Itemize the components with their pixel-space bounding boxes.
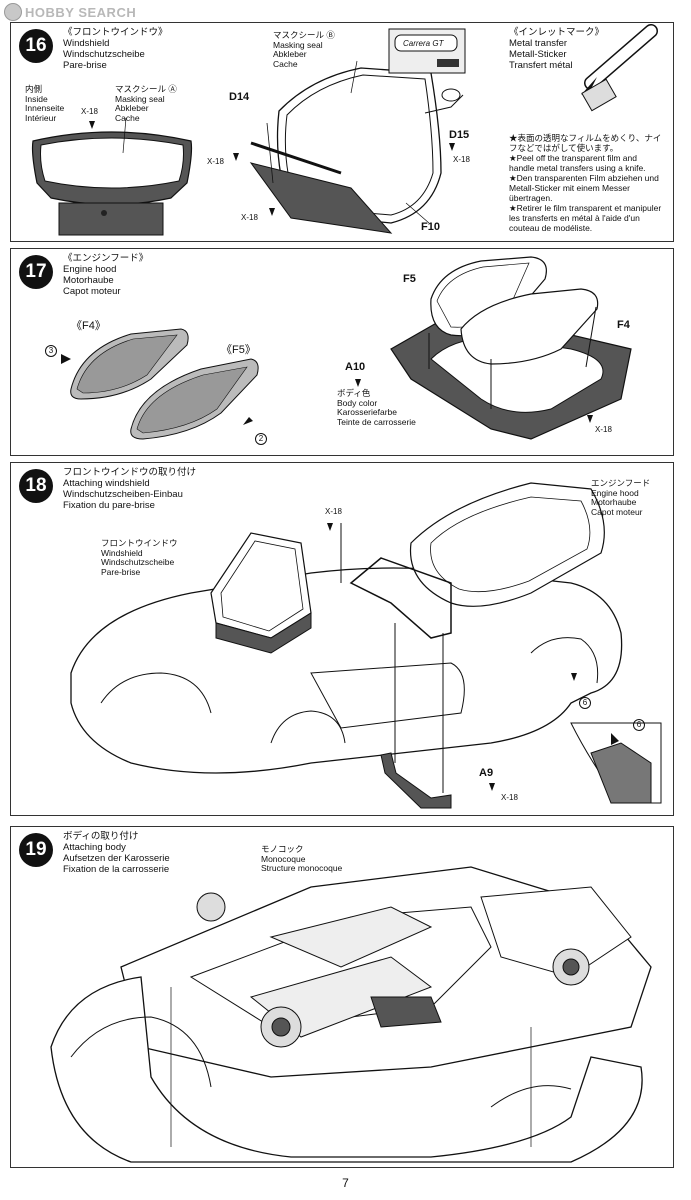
circle-6-b: 6 — [633, 719, 645, 731]
x18-label-4: X-18 — [241, 213, 258, 222]
part-a9: A9 — [479, 767, 494, 779]
part-d15: D15 — [449, 129, 470, 141]
watermark-text: HOBBY SEARCH — [25, 4, 137, 20]
part-f10: F10 — [421, 221, 440, 233]
x18-label-2: X-18 — [453, 155, 470, 164]
circle-6-a: 6 — [579, 697, 591, 709]
x18-label-5: X-18 — [595, 425, 612, 434]
x18-label-7: X-18 — [501, 793, 518, 802]
step-17-number: 17 — [19, 255, 53, 289]
part-d14: D14 — [229, 91, 250, 103]
part-f4-bracket: 《F4》 — [71, 320, 106, 332]
watermark-logo-icon — [4, 3, 22, 21]
x18-label-1: X-18 — [81, 107, 98, 116]
step-19-number: 19 — [19, 833, 53, 867]
part-f4: F4 — [617, 319, 630, 331]
circle-3: 3 — [45, 345, 57, 357]
step-19-illustration — [50, 866, 652, 1163]
x18-label-3: X-18 — [207, 157, 224, 166]
circle-2: 2 — [255, 433, 267, 445]
part-a10: A10 — [345, 361, 366, 373]
part-f5-bracket: 《F5》 — [221, 344, 256, 356]
step-18-number: 18 — [19, 469, 53, 503]
metal-transfer-notes: ★表面の透明なフィルムをめくり、ナイフなどではがして使います。★Peel off… — [509, 133, 662, 233]
step-16-illustration — [31, 24, 658, 236]
step-16-number: 16 — [19, 29, 53, 63]
page-number: 7 — [342, 1176, 349, 1190]
x18-label-6: X-18 — [325, 507, 342, 516]
hobby-search-watermark: HOBBY SEARCH — [4, 3, 204, 21]
step-17-illustration — [61, 256, 632, 440]
decal-carrera-gt: Carrera GT — [403, 39, 444, 48]
part-f5: F5 — [403, 273, 416, 285]
step-18-illustration — [70, 482, 662, 809]
